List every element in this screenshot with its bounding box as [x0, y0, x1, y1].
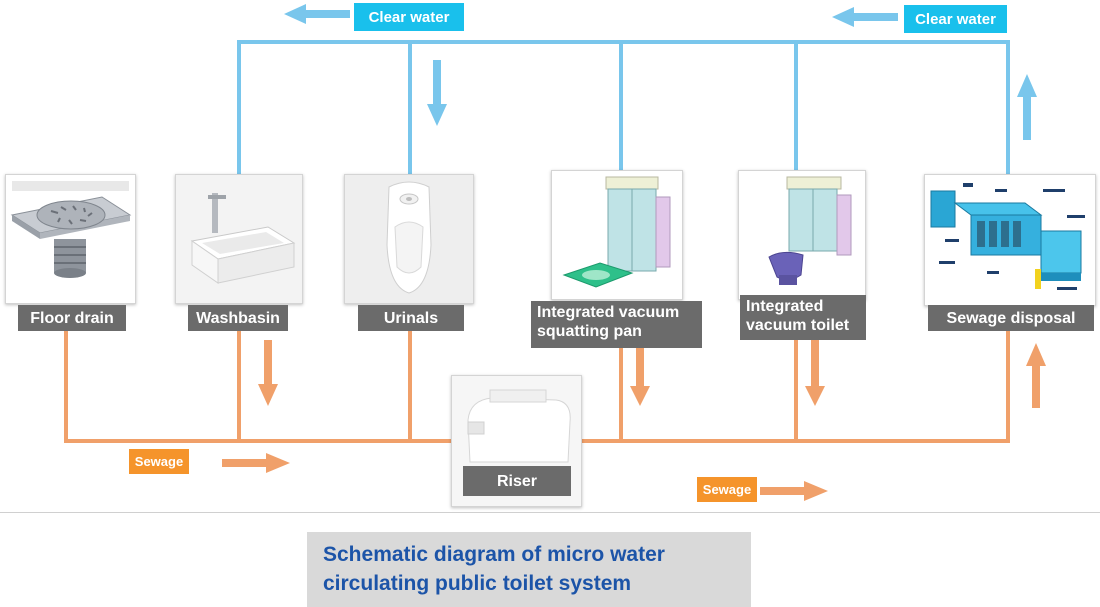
sewage-tag: Sewage [697, 477, 757, 502]
clear-water-arrow-up [1017, 74, 1037, 140]
sewage-arrow-down-2 [630, 348, 650, 406]
vacuum-toilet-image [768, 176, 852, 285]
sewage-arrow-up [1026, 343, 1046, 408]
urinal-label: Urinals [358, 305, 464, 331]
squatting-pan-image [562, 176, 671, 288]
vacuum-toilet-card [738, 170, 866, 300]
washbasin-label: Washbasin [188, 305, 288, 331]
divider-line [0, 512, 1100, 513]
vacuum-toilet-label: Integrated vacuum toilet [740, 295, 866, 340]
riser-label: Riser [463, 466, 571, 496]
washbasin-card [175, 174, 303, 304]
sewage-tag: Sewage [129, 449, 189, 474]
sewage-arrow-right-2 [760, 481, 828, 501]
floor-drain-label: Floor drain [18, 305, 126, 331]
clear-water-tag: Clear water [904, 5, 1007, 33]
sewage-disposal-label: Sewage disposal [928, 305, 1094, 331]
sewage-arrow-down-1 [258, 340, 278, 406]
squatting-pan-card [551, 170, 683, 300]
sewage-arrow-down-3 [805, 340, 825, 406]
sewage-disposal-unit-image [930, 183, 1085, 290]
diagram-caption: Schematic diagram of micro water circula… [323, 543, 665, 595]
caption-box: Schematic diagram of micro water circula… [307, 532, 751, 607]
urinal-card [344, 174, 474, 304]
clear-water-pipes [237, 40, 1010, 178]
sewage-arrow-right-1 [222, 453, 290, 473]
washbasin-image [176, 175, 302, 303]
squatting-pan-label: Integrated vacuum squatting pan [531, 301, 702, 348]
sewage-disposal-card [924, 174, 1096, 306]
clear-water-arrow-down [427, 60, 447, 126]
clear-water-arrow-left-1 [284, 4, 350, 24]
floor-drain-card [5, 174, 136, 304]
clear-water-arrow-left-2 [832, 7, 898, 27]
urinal-image [345, 175, 473, 303]
clear-water-tag: Clear water [354, 3, 464, 31]
floor-drain-image [10, 181, 132, 278]
